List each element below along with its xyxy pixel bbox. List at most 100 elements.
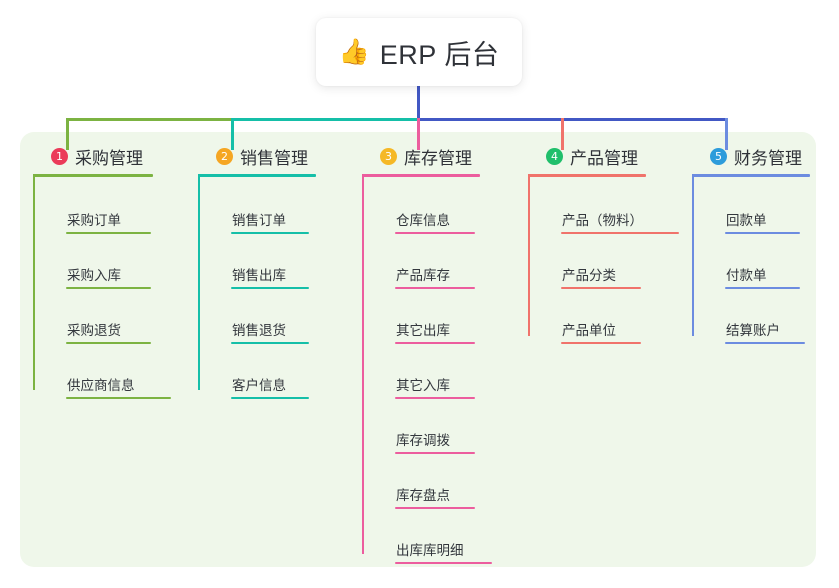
leaf-node[interactable]: 供应商信息 bbox=[33, 352, 198, 407]
branch-header-2[interactable]: 2 销售管理 bbox=[198, 143, 358, 169]
leaf-node[interactable]: 库存盘点 bbox=[362, 462, 527, 517]
branch-badge-3: 3 bbox=[380, 147, 397, 165]
leaf-rule bbox=[725, 287, 800, 289]
leaf-node[interactable]: 销售订单 bbox=[198, 187, 358, 242]
branch-spine-5 bbox=[692, 174, 694, 336]
leaf-node[interactable]: 付款单 bbox=[692, 242, 839, 297]
leaf-rule bbox=[66, 287, 151, 289]
leaf-rule bbox=[395, 232, 475, 234]
leaf-label: 产品库存 bbox=[396, 268, 450, 283]
root-trunk-line bbox=[417, 82, 420, 121]
branch-header-rule-1 bbox=[33, 174, 153, 177]
leaf-label: 其它出库 bbox=[396, 323, 450, 338]
bus-segment-3 bbox=[417, 118, 728, 121]
branch-column-2: 2 销售管理销售订单销售出库销售退货客户信息 bbox=[198, 143, 358, 407]
leaf-node[interactable]: 仓库信息 bbox=[362, 187, 527, 242]
leaf-rule bbox=[561, 342, 641, 344]
drop-leg-3 bbox=[417, 118, 420, 150]
leaf-label: 采购退货 bbox=[67, 323, 121, 338]
root-node-title: ERP 后台 bbox=[379, 39, 500, 70]
branch-column-3: 3 库存管理仓库信息产品库存其它出库其它入库库存调拨库存盘点出库库明细 bbox=[362, 143, 527, 572]
leaf-node[interactable]: 库存调拨 bbox=[362, 407, 527, 462]
leaf-rule bbox=[561, 232, 679, 234]
leaf-node[interactable]: 客户信息 bbox=[198, 352, 358, 407]
branch-spine-4 bbox=[528, 174, 530, 336]
branch-header-3[interactable]: 3 库存管理 bbox=[362, 143, 527, 169]
leaf-rule bbox=[395, 397, 475, 399]
leaf-label: 仓库信息 bbox=[396, 213, 450, 228]
branch-title-5: 财务管理 bbox=[734, 148, 802, 168]
drop-leg-4 bbox=[561, 118, 564, 150]
drop-leg-5 bbox=[725, 118, 728, 150]
branch-title-1: 采购管理 bbox=[75, 148, 143, 168]
leaf-label: 库存盘点 bbox=[396, 488, 450, 503]
branch-column-5: 5 财务管理回款单付款单结算账户 bbox=[692, 143, 839, 352]
leaf-node[interactable]: 产品库存 bbox=[362, 242, 527, 297]
leaf-label: 客户信息 bbox=[232, 378, 286, 393]
diagram-background-panel bbox=[20, 132, 816, 567]
leaf-label: 销售订单 bbox=[232, 213, 286, 228]
leaf-label: 其它入库 bbox=[396, 378, 450, 393]
branch-title-2: 销售管理 bbox=[240, 148, 308, 168]
branch-header-5[interactable]: 5 财务管理 bbox=[692, 143, 839, 169]
leaf-node[interactable]: 销售退货 bbox=[198, 297, 358, 352]
leaf-label: 采购入库 bbox=[67, 268, 121, 283]
branch-items-1: 采购订单采购入库采购退货供应商信息 bbox=[33, 177, 198, 407]
branch-items-4: 产品（物料） 产品分类产品单位 bbox=[528, 177, 688, 352]
root-node-card[interactable]: 👍 ERP 后台 bbox=[316, 18, 522, 86]
leaf-rule bbox=[66, 342, 151, 344]
leaf-rule bbox=[395, 287, 475, 289]
leaf-node[interactable]: 产品（物料） bbox=[528, 187, 688, 242]
leaf-rule bbox=[395, 452, 475, 454]
branch-spine-1 bbox=[33, 174, 35, 390]
bus-segment-1 bbox=[66, 118, 231, 121]
branch-title-3: 库存管理 bbox=[404, 148, 472, 168]
leaf-rule bbox=[66, 232, 151, 234]
leaf-label: 库存调拨 bbox=[396, 433, 450, 448]
branch-header-rule-2 bbox=[198, 174, 316, 177]
leaf-node[interactable]: 结算账户 bbox=[692, 297, 839, 352]
leaf-node[interactable]: 出库库明细 bbox=[362, 517, 527, 572]
leaf-rule bbox=[66, 397, 171, 399]
leaf-rule bbox=[725, 342, 805, 344]
branch-header-rule-5 bbox=[692, 174, 810, 177]
leaf-node[interactable]: 其它出库 bbox=[362, 297, 527, 352]
leaf-rule bbox=[231, 287, 309, 289]
leaf-rule bbox=[395, 507, 475, 509]
branch-items-5: 回款单付款单结算账户 bbox=[692, 177, 839, 352]
leaf-node[interactable]: 其它入库 bbox=[362, 352, 527, 407]
leaf-label: 销售退货 bbox=[232, 323, 286, 338]
leaf-rule bbox=[231, 342, 309, 344]
leaf-rule bbox=[231, 397, 309, 399]
leaf-rule bbox=[561, 287, 641, 289]
leaf-node[interactable]: 采购退货 bbox=[33, 297, 198, 352]
leaf-label: 产品（物料） bbox=[562, 213, 643, 228]
leaf-label: 出库库明细 bbox=[396, 543, 464, 558]
leaf-rule bbox=[725, 232, 800, 234]
branch-spine-3 bbox=[362, 174, 364, 554]
branch-badge-4: 4 bbox=[546, 147, 563, 165]
leaf-label: 产品单位 bbox=[562, 323, 616, 338]
branch-header-rule-3 bbox=[362, 174, 480, 177]
leaf-node[interactable]: 采购订单 bbox=[33, 187, 198, 242]
leaf-label: 付款单 bbox=[726, 268, 767, 283]
branch-badge-2: 2 bbox=[216, 147, 233, 165]
branch-badge-5: 5 bbox=[710, 147, 727, 165]
leaf-node[interactable]: 销售出库 bbox=[198, 242, 358, 297]
thumbs-up-icon: 👍 bbox=[338, 37, 370, 66]
leaf-label: 供应商信息 bbox=[67, 378, 135, 393]
leaf-rule bbox=[395, 342, 475, 344]
leaf-node[interactable]: 回款单 bbox=[692, 187, 839, 242]
branch-spine-2 bbox=[198, 174, 200, 390]
leaf-node[interactable]: 采购入库 bbox=[33, 242, 198, 297]
leaf-node[interactable]: 产品单位 bbox=[528, 297, 688, 352]
branch-items-3: 仓库信息产品库存其它出库其它入库库存调拨库存盘点出库库明细 bbox=[362, 177, 527, 572]
leaf-rule bbox=[395, 562, 492, 564]
leaf-label: 回款单 bbox=[726, 213, 767, 228]
leaf-node[interactable]: 产品分类 bbox=[528, 242, 688, 297]
drop-leg-2 bbox=[231, 118, 234, 150]
